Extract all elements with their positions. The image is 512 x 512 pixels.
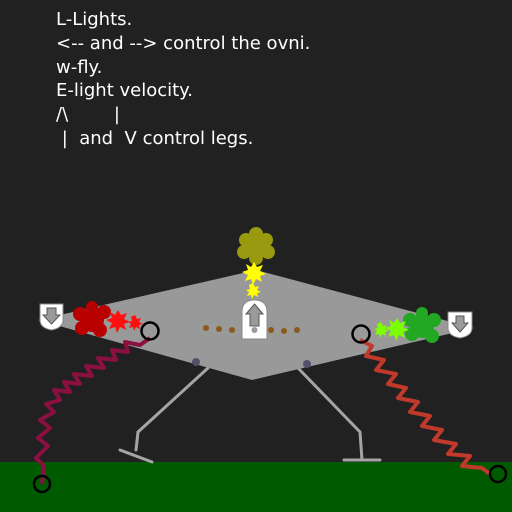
arrow-down-icon [41, 307, 62, 325]
right-hull-wheel [351, 324, 371, 344]
instruction-legs: | and V control legs. [56, 127, 254, 149]
instruction-move: <-- and --> control the ovni. [56, 32, 311, 54]
left-wheel [32, 474, 52, 494]
instruction-legs-arrows: /\ | [56, 104, 120, 126]
right-light-cluster [403, 307, 441, 343]
top-light-cluster [237, 227, 275, 265]
left-leg-down-button[interactable] [39, 303, 64, 331]
top-light-star [242, 262, 266, 285]
instruction-fly: w-fly. [56, 56, 103, 78]
left-spring [34, 336, 152, 485]
fly-up-button[interactable] [241, 299, 268, 340]
hull-joint [192, 358, 200, 366]
instruction-lights: L-Lights. [56, 9, 133, 30]
hull-joint [303, 360, 311, 368]
left-hull-wheel [140, 321, 160, 341]
right-wheel [488, 464, 508, 484]
instruction-light-velocity: E-light velocity. [56, 80, 193, 102]
left-light-cluster [73, 301, 111, 337]
arrow-up-icon [244, 303, 265, 327]
left-light-star-small [128, 315, 143, 331]
instructions-panel: L-Lights. <-- and --> control the ovni. … [56, 8, 310, 151]
top-light-star-small [246, 283, 261, 299]
left-light-star [106, 310, 130, 333]
right-leg-strut [296, 366, 382, 462]
ground [0, 462, 512, 512]
arrow-down-icon [450, 315, 470, 333]
right-light-star-small [374, 322, 389, 338]
right-light-star [385, 318, 409, 341]
right-spring [359, 338, 492, 476]
right-leg-down-button[interactable] [447, 311, 473, 339]
left-leg-strut [118, 366, 210, 464]
